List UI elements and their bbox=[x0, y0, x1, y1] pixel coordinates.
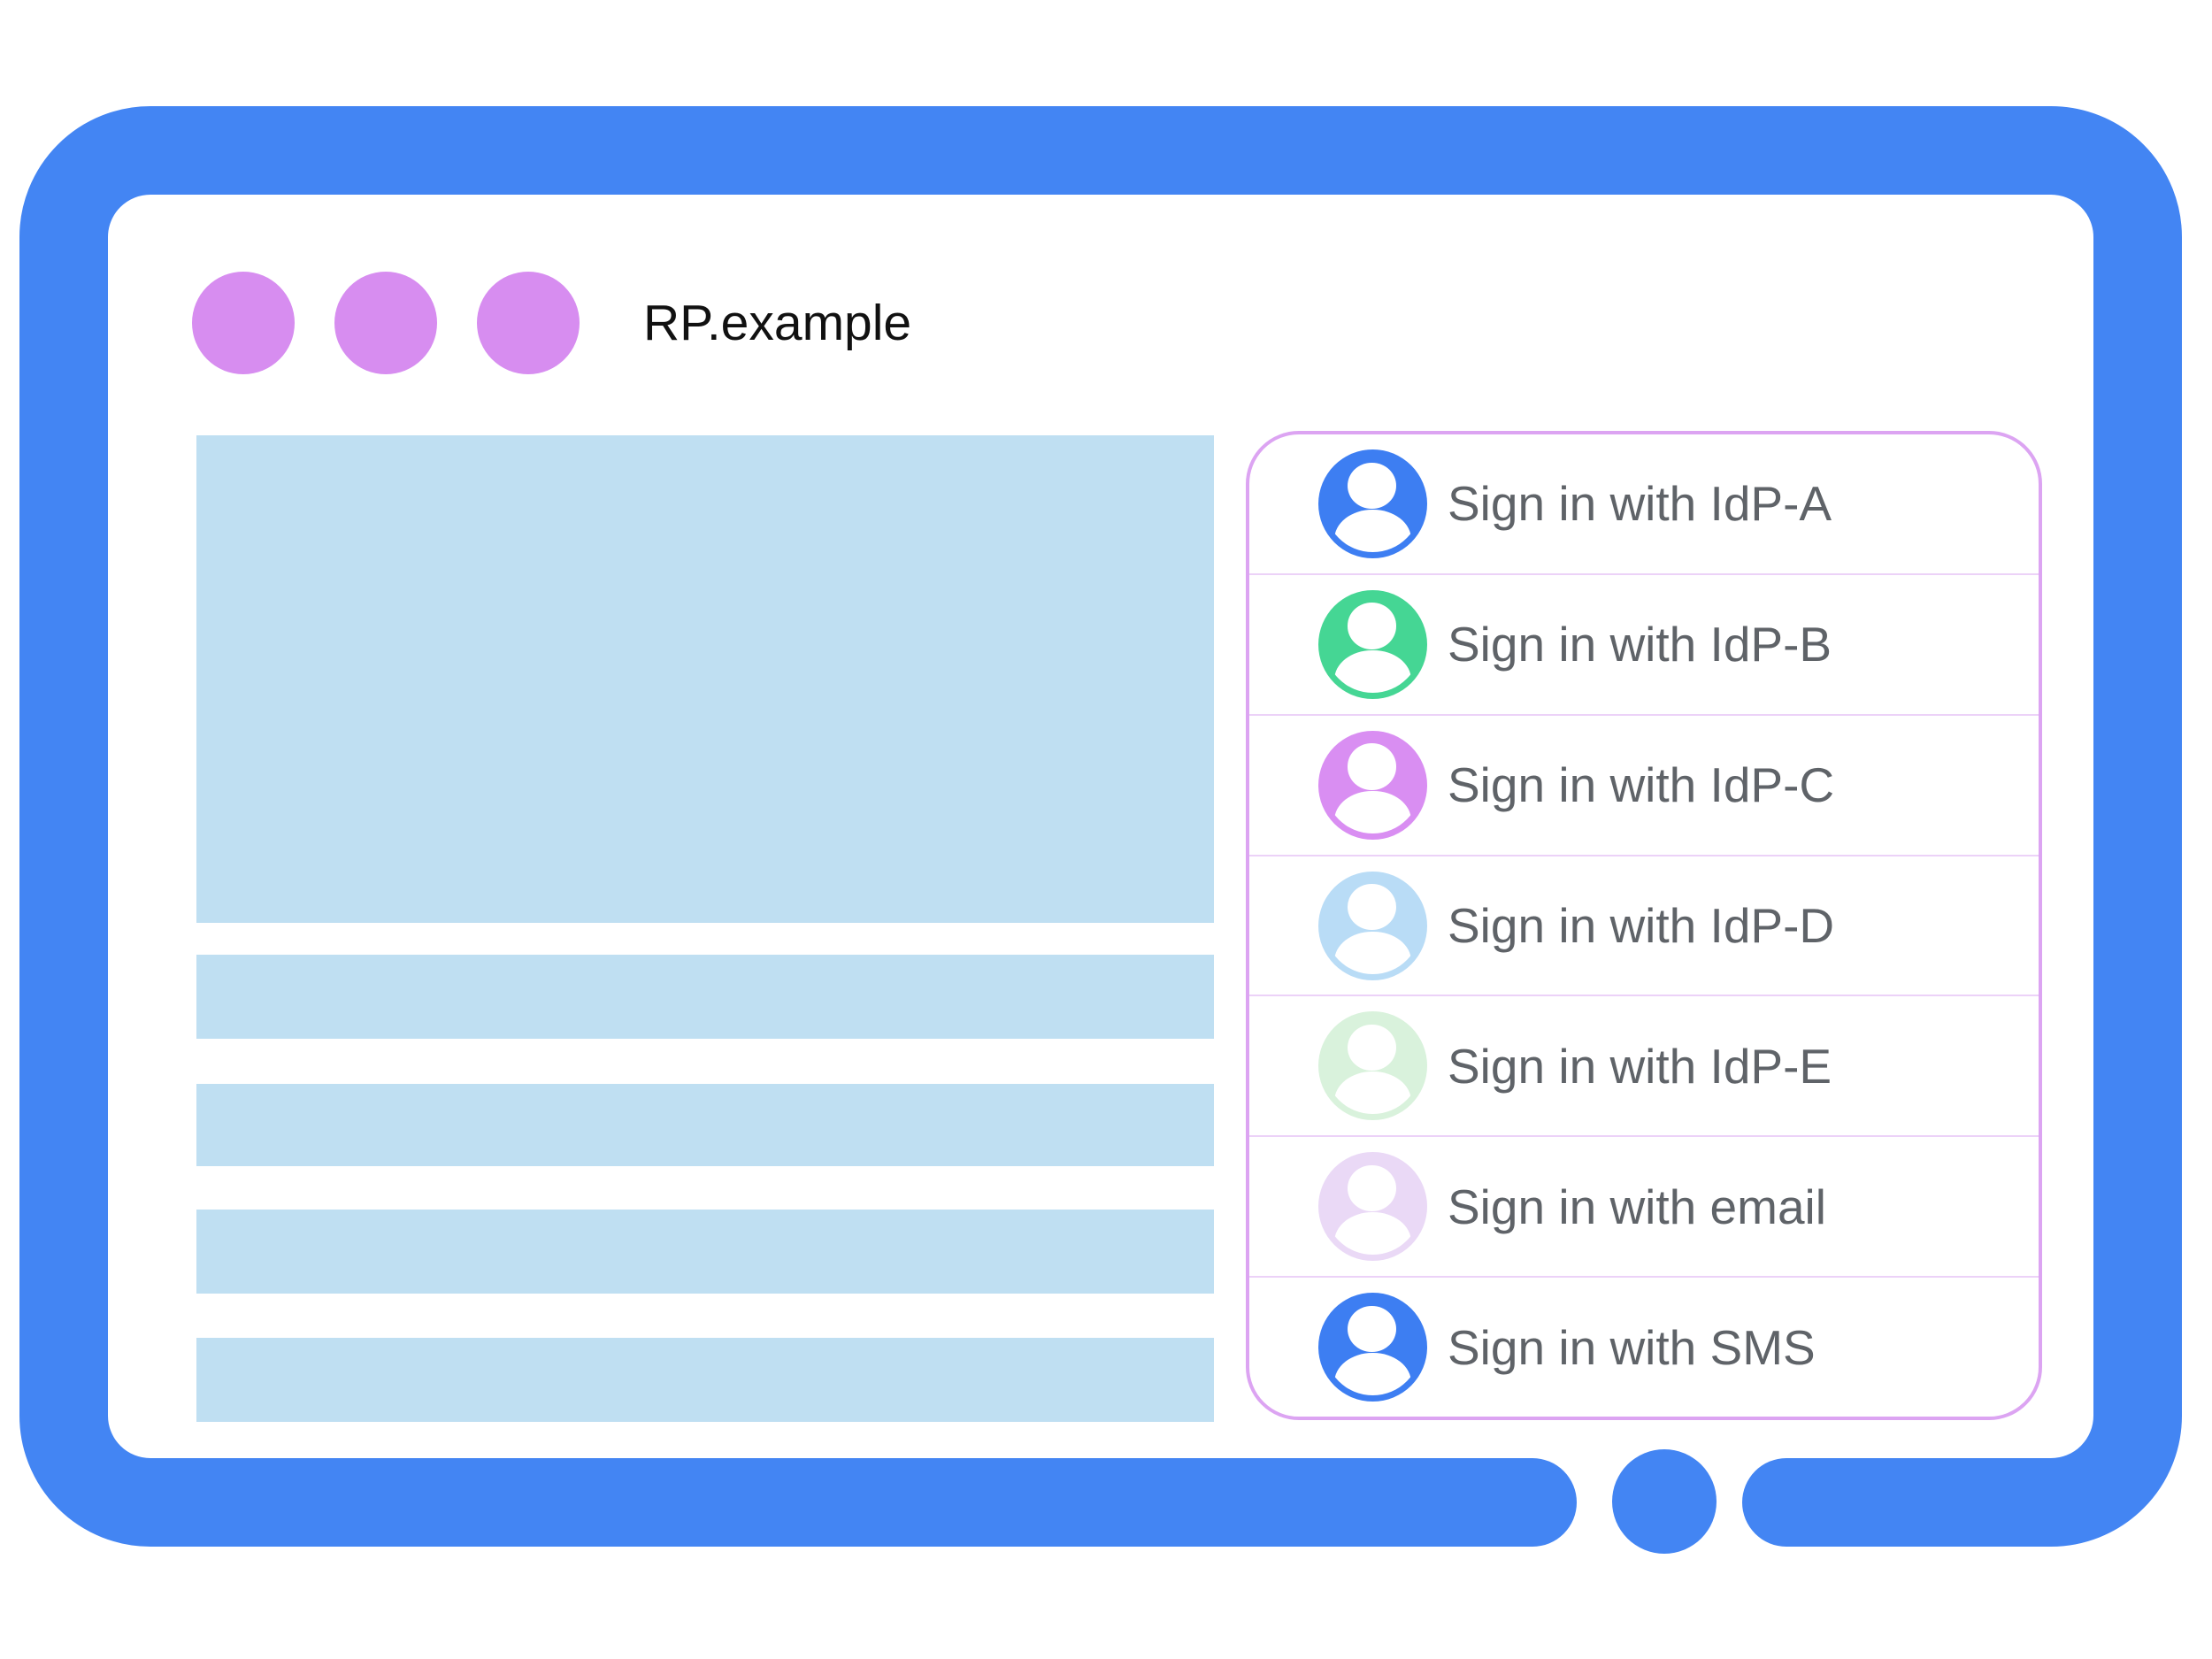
content-placeholder-line bbox=[196, 955, 1214, 1039]
person-avatar-icon-idp-c bbox=[1318, 730, 1427, 840]
page-title: RP.example bbox=[643, 295, 912, 351]
bottom-bar-left-cap bbox=[1444, 1458, 1577, 1547]
person-icon bbox=[1325, 1018, 1421, 1115]
signin-option-label: Sign in with IdP-D bbox=[1448, 898, 1835, 953]
signin-option-label: Sign in with IdP-B bbox=[1448, 617, 1832, 672]
signin-option-label: Sign in with email bbox=[1448, 1179, 1826, 1234]
person-avatar-icon-idp-b bbox=[1318, 589, 1427, 699]
signin-option-idp-b[interactable]: Sign in with IdP-B bbox=[1249, 572, 2039, 714]
person-avatar-icon-email bbox=[1318, 1152, 1427, 1262]
signin-option-idp-d[interactable]: Sign in with IdP-D bbox=[1249, 854, 2039, 995]
content-placeholder-hero bbox=[196, 435, 1214, 923]
signin-option-idp-a[interactable]: Sign in with IdP-A bbox=[1249, 434, 2039, 573]
signin-option-email[interactable]: Sign in with email bbox=[1249, 1135, 2039, 1276]
person-icon bbox=[1325, 1299, 1421, 1396]
signin-option-idp-c[interactable]: Sign in with IdP-C bbox=[1249, 713, 2039, 855]
person-avatar-icon-idp-a bbox=[1318, 449, 1427, 558]
content-placeholder-line bbox=[196, 1210, 1214, 1294]
window-control-dot bbox=[334, 272, 437, 374]
signin-option-label: Sign in with IdP-E bbox=[1448, 1038, 1832, 1094]
person-icon bbox=[1325, 456, 1421, 552]
signin-option-sms[interactable]: Sign in with SMS bbox=[1249, 1276, 2039, 1417]
signin-option-idp-e[interactable]: Sign in with IdP-E bbox=[1249, 995, 2039, 1135]
person-icon bbox=[1325, 1158, 1421, 1256]
signin-option-label: Sign in with SMS bbox=[1448, 1319, 1816, 1375]
person-icon bbox=[1325, 596, 1421, 693]
person-icon bbox=[1325, 878, 1421, 974]
person-avatar-icon-idp-e bbox=[1318, 1011, 1427, 1121]
person-icon bbox=[1325, 737, 1421, 833]
person-avatar-icon-idp-d bbox=[1318, 871, 1427, 980]
window-control-dot bbox=[477, 272, 580, 374]
bottom-bar-right-cap bbox=[1742, 1458, 1875, 1547]
signin-option-label: Sign in with IdP-A bbox=[1448, 476, 1832, 532]
home-button[interactable] bbox=[1612, 1449, 1717, 1554]
content-placeholder-line bbox=[196, 1084, 1214, 1166]
signin-panel: Sign in with IdP-A Sign in with IdP-B Sign… bbox=[1246, 431, 2042, 1420]
signin-option-label: Sign in with IdP-C bbox=[1448, 757, 1835, 813]
window-control-dot bbox=[192, 272, 295, 374]
person-avatar-icon-sms bbox=[1318, 1293, 1427, 1402]
content-placeholder-line bbox=[196, 1338, 1214, 1422]
